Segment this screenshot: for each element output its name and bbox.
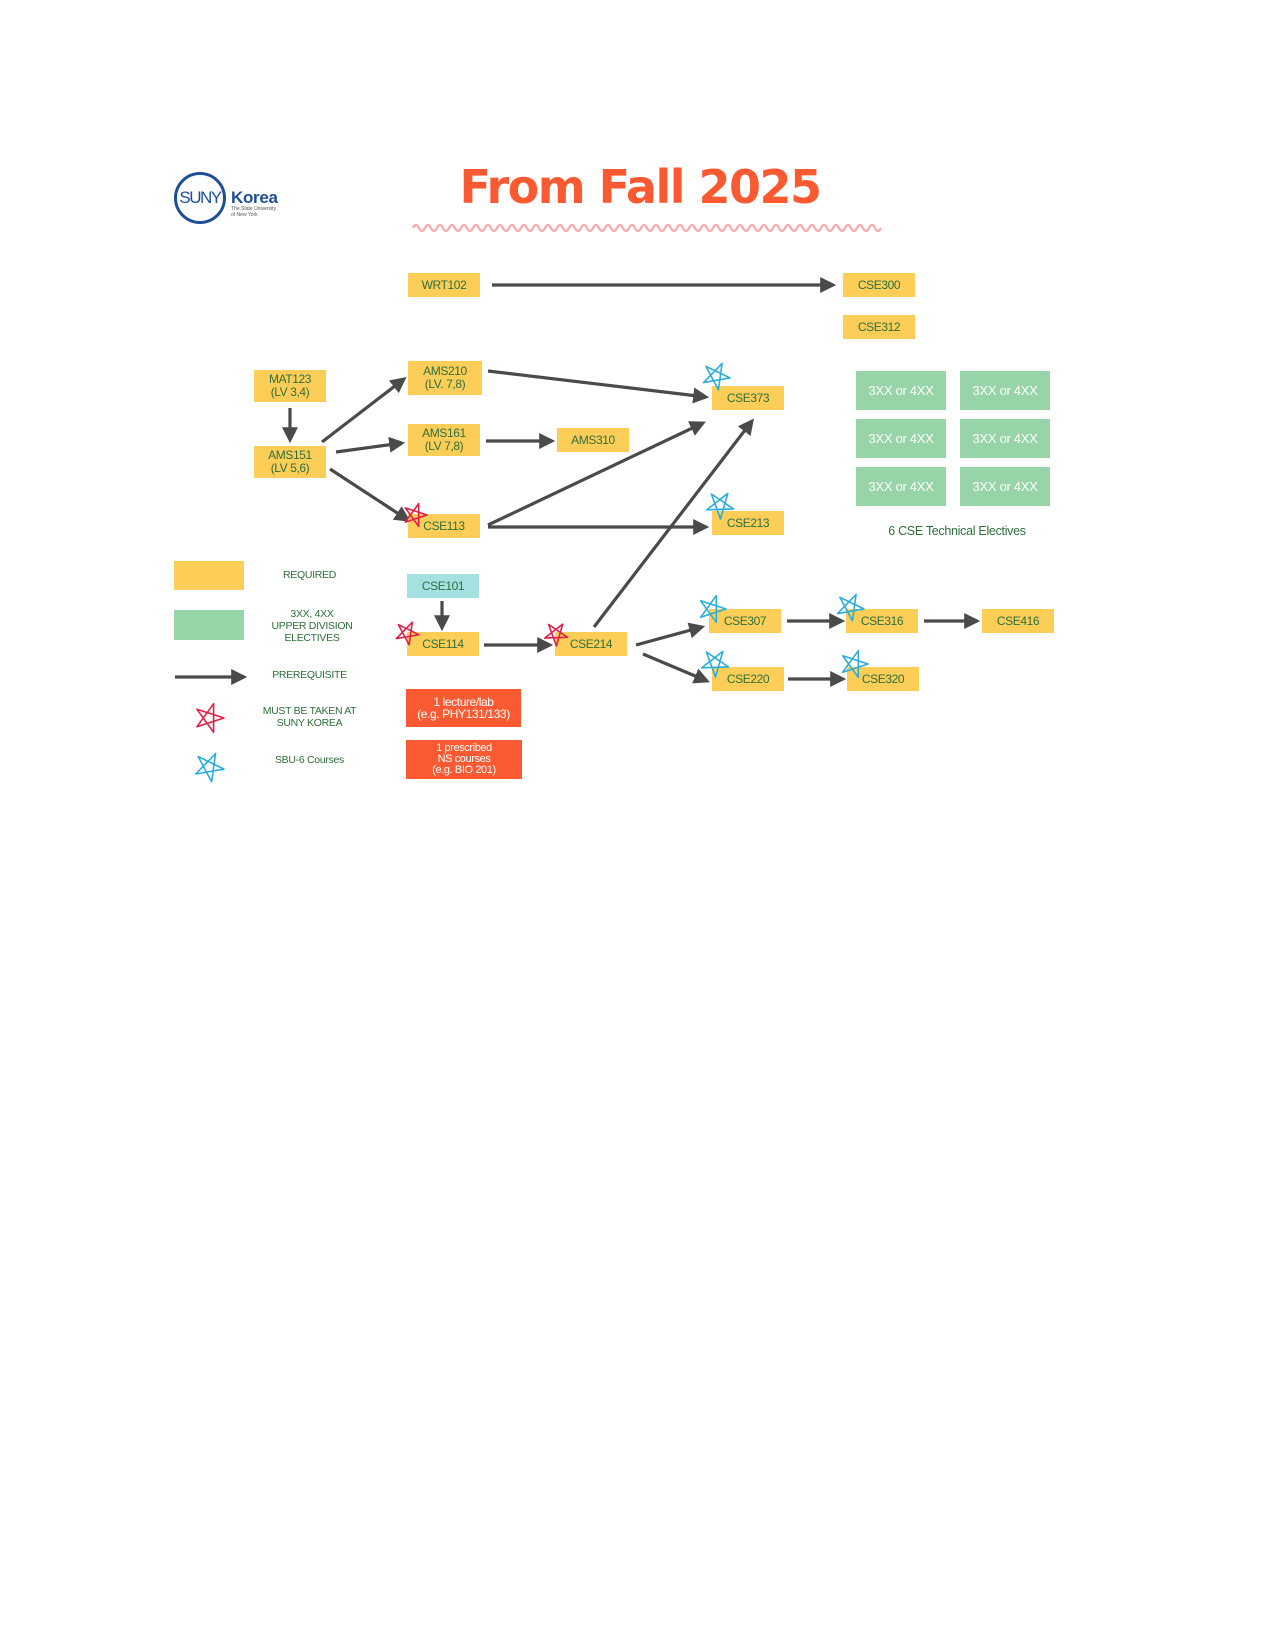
electives-caption: 6 CSE Technical Electives (888, 524, 1026, 538)
blue-star-icon (702, 362, 731, 391)
elective-box: 3XX or 4XX (960, 467, 1050, 506)
legend-required-label: REQUIRED (282, 569, 337, 581)
blue-star-icon (195, 752, 225, 783)
arrow-cse214-to-cse373 (592, 418, 754, 628)
arrow-cse214-to-cse220 (642, 652, 710, 684)
course-cse101: CSE101 (407, 574, 479, 598)
course-mat123: MAT123 (LV 3,4) (254, 370, 326, 402)
elective-box: 3XX or 4XX (960, 371, 1050, 410)
elective-box: 3XX or 4XX (856, 371, 946, 410)
blue-star-icon (699, 594, 727, 624)
science-ns-courses: 1 prescribed NS courses (e.g. BIO 201) (406, 740, 522, 779)
arrow-cse214-to-cse307 (635, 622, 706, 647)
arrow-ams210-to-cse373 (487, 369, 710, 404)
course-cse220: CSE220 (712, 667, 784, 691)
blue-star-icon (701, 650, 730, 678)
legend-electives-label: 3XX, 4XX UPPER DIVISION ELECTIVES (271, 608, 353, 644)
legend-electives-swatch (174, 610, 244, 640)
course-cse373: CSE373 (712, 386, 784, 410)
title-wave-underline (412, 223, 882, 233)
legend-sbu6-label: SBU-6 Courses (274, 754, 345, 766)
course-ams210: AMS210 (LV. 7,8) (408, 361, 482, 395)
logo-wordmark: Korea (231, 188, 278, 207)
legend-required-swatch (174, 561, 244, 590)
page-title: From Fall 2025 (459, 160, 822, 214)
legend-prerequisite-label: PREREQUISITE (272, 669, 347, 681)
logo-subtitle: The State University of New York (231, 206, 277, 218)
course-cse312: CSE312 (843, 315, 915, 339)
course-cse320: CSE320 (847, 667, 919, 691)
course-ams310: AMS310 (557, 428, 629, 452)
course-wrt102: WRT102 (408, 273, 480, 297)
arrow-ams151-to-cse113 (329, 467, 411, 522)
logo-circle: SUNY (174, 172, 226, 224)
red-star-icon (543, 623, 569, 647)
course-cse113: CSE113 (408, 514, 480, 538)
course-cse307: CSE307 (709, 609, 781, 633)
arrow-ams151-to-ams161 (335, 436, 406, 454)
course-ams151: AMS151 (LV 5,6) (254, 446, 326, 478)
arrow-ams151-to-ams210 (321, 377, 407, 444)
course-cse300: CSE300 (843, 273, 915, 297)
arrow-cse113-to-cse373 (487, 421, 706, 527)
course-cse316: CSE316 (846, 609, 918, 633)
red-star-icon (404, 502, 428, 528)
science-lecture-lab: 1 lecture/lab (e.g. PHY131/133) (406, 689, 521, 727)
red-star-icon (196, 702, 225, 734)
elective-box: 3XX or 4XX (856, 467, 946, 506)
legend-must-korea-label: MUST BE TAKEN AT SUNY KOREA (262, 705, 357, 729)
red-star-icon (395, 621, 420, 646)
course-ams161: AMS161 (LV 7,8) (408, 424, 480, 456)
elective-box: 3XX or 4XX (856, 419, 946, 458)
course-cse416: CSE416 (982, 609, 1054, 633)
blue-star-icon (836, 593, 865, 622)
course-cse213: CSE213 (712, 511, 784, 535)
blue-star-icon (706, 492, 735, 520)
blue-star-icon (841, 649, 869, 679)
course-cse114: CSE114 (407, 632, 479, 656)
elective-box: 3XX or 4XX (960, 419, 1050, 458)
